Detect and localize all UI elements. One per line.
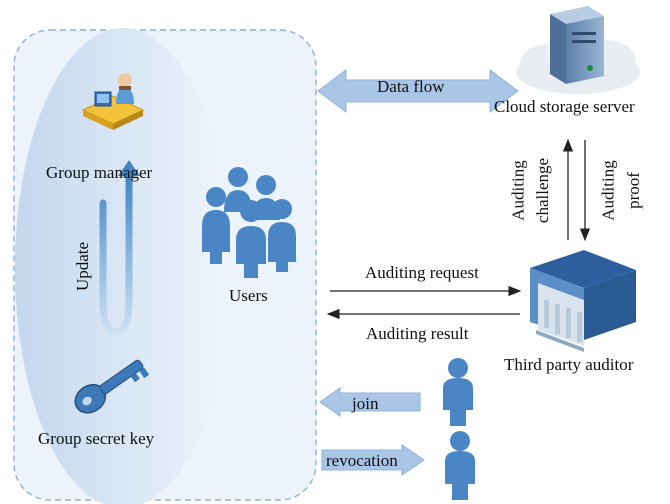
group-secret-key-label: Group secret key [38,429,155,448]
server-icon [516,6,640,94]
cloud-storage-server-label: Cloud storage server [494,97,635,116]
group-inner-ellipse [15,28,231,504]
join-user-icon [443,358,473,426]
auditor-building-icon [530,250,636,352]
group-manager-label: Group manager [46,163,153,182]
auditing-proof-label-line1: Auditing [598,160,618,221]
revocation-arrow [321,444,425,476]
update-arrow-icon [99,160,140,336]
users-label: Users [229,286,268,305]
join-label: join [352,394,379,413]
manager-icon [81,73,145,130]
join-arrow [319,387,421,417]
auditing-proof-label-line2: proof [623,172,643,209]
revocation-label: revocation [326,451,398,470]
key-icon [74,359,150,414]
users-group-icon [202,167,296,278]
auditing-request-label: Auditing request [365,263,479,282]
update-label: Update [73,241,93,292]
revocation-user-icon [445,431,475,500]
third-party-auditor-label: Third party auditor [504,355,634,374]
data-flow-arrow [317,69,519,113]
auditing-challenge-label-line1: Auditing [508,160,528,221]
auditing-result-label: Auditing result [366,324,469,343]
auditing-challenge-label-line2: challenge [533,157,553,224]
data-flow-label: Data flow [377,77,445,96]
